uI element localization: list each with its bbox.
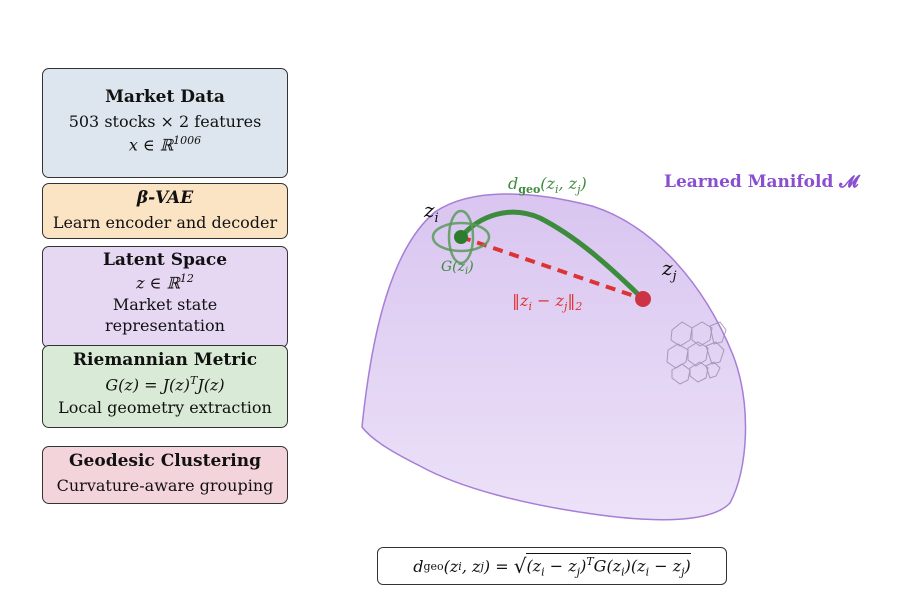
latent-space-desc-1: Market state	[112, 294, 218, 314]
metric-label: G(zi)	[441, 259, 474, 277]
market-data-title: Market Data	[105, 87, 225, 107]
metric-ellipse-horizontal	[431, 221, 491, 253]
latent-space-title: Latent Space	[102, 250, 228, 270]
euclidean-distance-line	[460, 235, 644, 301]
latent-space-box: Latent Space z ∈ ℝ12 Market state repres…	[42, 246, 288, 348]
market-data-features: 503 stocks × 2 features	[68, 111, 262, 131]
manifold-surface	[361, 193, 747, 521]
latent-space-desc-2: representation	[105, 316, 225, 336]
geodesic-clustering-title: Geodesic Clustering	[69, 451, 261, 471]
geodesic-curve	[458, 209, 646, 302]
point-zi	[454, 230, 468, 244]
geodesic-label: dgeo(zi, zj)	[508, 174, 587, 196]
point-zj	[635, 291, 651, 307]
riemannian-metric-desc: Local geometry extraction	[58, 398, 272, 418]
zj-label: zj	[661, 256, 677, 284]
riemannian-metric-title: Riemannian Metric	[72, 350, 258, 370]
market-data-space: x ∈ ℝ1006	[128, 133, 202, 155]
beta-vae-title: β-VAE	[136, 188, 194, 208]
mesh-patch-icon	[666, 321, 727, 385]
geodesic-clustering-box: Geodesic Clustering Curvature-aware grou…	[42, 446, 288, 504]
market-data-box: Market Data 503 stocks × 2 features x ∈ …	[42, 68, 288, 178]
geodesic-clustering-desc: Curvature-aware grouping	[56, 475, 274, 495]
euclidean-label: ‖zi − zj‖2	[512, 291, 582, 313]
riemannian-metric-box: Riemannian Metric G(z) = J(z)TJ(z) Local…	[42, 345, 288, 428]
riemannian-metric-formula: G(z) = J(z)TJ(z)	[105, 373, 225, 394]
manifold-label: Learned Manifold 𝓜	[664, 172, 861, 192]
beta-vae-box: β-VAE Learn encoder and decoder	[42, 183, 288, 239]
latent-space-dim: z ∈ ℝ12	[136, 271, 194, 293]
zi-label: zi	[423, 198, 439, 226]
metric-ellipse-vertical	[447, 209, 475, 265]
beta-vae-description: Learn encoder and decoder	[52, 212, 278, 232]
